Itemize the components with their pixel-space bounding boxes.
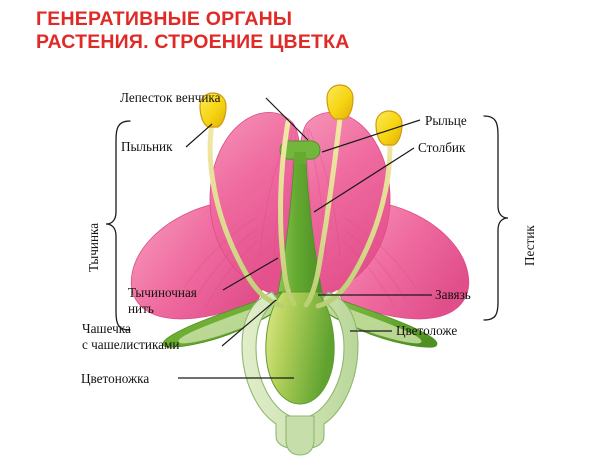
label-style: Столбик [418, 140, 466, 155]
leader-petal [265, 97, 309, 141]
ovary [265, 281, 335, 405]
anther-left [199, 92, 227, 128]
group-braces [105, 115, 509, 331]
label-ovary: Завязь [435, 287, 471, 302]
style [277, 159, 323, 293]
stamens-group [207, 115, 393, 309]
leader-calyx [221, 299, 277, 347]
label-receptacle: Цветоложе [396, 323, 458, 338]
title-line-1: ГЕНЕРАТИВНЫЕ ОРГАНЫ [36, 8, 293, 30]
receptacle-group [241, 291, 359, 456]
pedicel-stem [285, 415, 315, 456]
label-filament: Тычиночная нить [128, 285, 197, 316]
filament-left-outer [207, 121, 285, 309]
anthers-group [199, 84, 403, 146]
pistil-group [277, 140, 323, 293]
label-pedicel: Цветоножка [81, 371, 150, 386]
label-anther: Пыльник [121, 139, 173, 154]
title-line-2: РАСТЕНИЯ. СТРОЕНИЕ ЦВЕТКА [36, 31, 350, 53]
leader-stigma [321, 119, 421, 153]
leader-style [313, 147, 415, 213]
label-stigma: Рыльце [425, 113, 467, 128]
stigma-neck [294, 152, 306, 164]
leader-lines [178, 97, 432, 379]
stigma [279, 140, 321, 160]
brace-pistil [483, 115, 509, 321]
anther-right [375, 110, 403, 146]
filament-center [303, 115, 343, 308]
page-title: ГЕНЕРАТИВНЫЕ ОРГАНЫ РАСТЕНИЯ. СТРОЕНИЕ Ц… [36, 8, 456, 54]
filament-left-inner [278, 119, 297, 307]
label-stamen-group: Тычинка [86, 222, 101, 272]
receptacle-cup [241, 291, 359, 449]
brace-stamen [105, 120, 131, 331]
label-calyx: Чашечка с чашелистиками [82, 321, 180, 352]
filament-right-inner [315, 121, 393, 309]
leader-filament [222, 257, 279, 291]
label-petal: Лепесток венчика [120, 90, 221, 105]
anther-center [326, 84, 354, 120]
petal-veins [183, 127, 417, 307]
label-pistil-group: Пестик [522, 225, 537, 266]
leader-anther [185, 123, 213, 148]
